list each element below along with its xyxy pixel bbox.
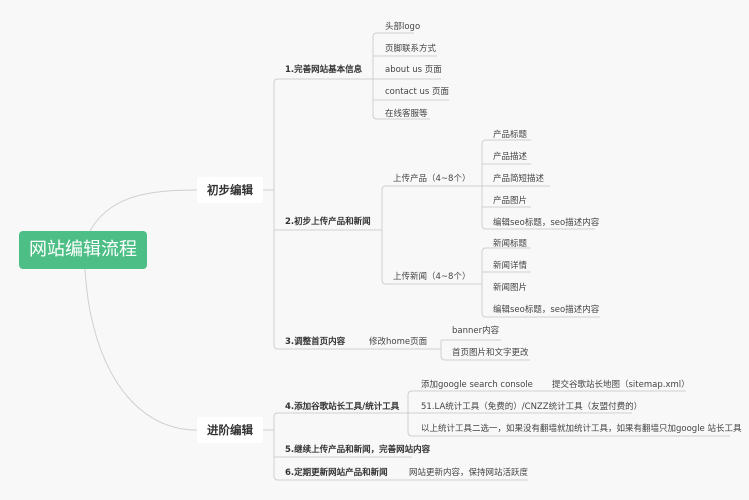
node-homepage-images-text[interactable]: 首页图片和文字更改 xyxy=(452,348,529,358)
root-node[interactable]: 网站编辑流程 xyxy=(19,231,147,269)
node-upload-news[interactable]: 上传新闻（4~8个） xyxy=(393,272,471,282)
node-product-desc[interactable]: 产品描述 xyxy=(493,152,528,162)
node-news-image[interactable]: 新闻图片 xyxy=(493,283,528,293)
node-google-search-console[interactable]: 添加google search console xyxy=(421,380,533,390)
node-news-seo[interactable]: 编辑seo标题，seo描述内容 xyxy=(493,305,600,315)
node-news-detail[interactable]: 新闻详情 xyxy=(493,261,528,271)
node-upload-products-news[interactable]: 2.初步上传产品和新闻 xyxy=(285,217,371,227)
node-adjust-homepage[interactable]: 3.调整首页内容 xyxy=(285,337,346,347)
branch-advanced-editing[interactable]: 进阶编辑 xyxy=(197,417,263,443)
node-stat-tool-choice[interactable]: 以上统计工具二选一，如果没有翻墙就加统计工具，如果有翻墙只加google 站长工… xyxy=(421,424,742,434)
node-product-title[interactable]: 产品标题 xyxy=(493,130,528,140)
node-header-logo[interactable]: 头部logo xyxy=(385,22,421,32)
node-news-title[interactable]: 新闻标题 xyxy=(493,239,528,249)
node-online-service[interactable]: 在线客服等 xyxy=(385,109,428,119)
node-product-seo[interactable]: 编辑seo标题，seo描述内容 xyxy=(493,218,600,228)
node-product-image[interactable]: 产品图片 xyxy=(493,196,528,206)
node-keep-site-active[interactable]: 网站更新内容，保持网站活跃度 xyxy=(409,468,529,478)
branch-basic-editing[interactable]: 初步编辑 xyxy=(197,177,263,203)
node-regular-update[interactable]: 6.定期更新网站产品和新闻 xyxy=(285,468,388,478)
node-stat-tools[interactable]: 51.LA统计工具（免费的）/CNZZ统计工具（友盟付费的） xyxy=(421,402,643,412)
node-product-short-desc[interactable]: 产品简短描述 xyxy=(493,174,545,184)
node-continue-upload[interactable]: 5.继续上传产品和新闻，完善网站内容 xyxy=(285,445,431,455)
node-submit-sitemap[interactable]: 提交谷歌站长地图（sitemap.xml） xyxy=(552,380,690,390)
node-banner-content[interactable]: banner内容 xyxy=(452,326,500,336)
node-footer-contact[interactable]: 页脚联系方式 xyxy=(385,44,437,54)
node-contact-us[interactable]: contact us 页面 xyxy=(385,87,450,97)
node-site-basic-info[interactable]: 1.完善网站基本信息 xyxy=(285,65,363,75)
node-about-us[interactable]: about us 页面 xyxy=(385,65,442,75)
node-google-tools[interactable]: 4.添加谷歌站长工具/统计工具 xyxy=(285,402,400,412)
node-edit-home-page[interactable]: 修改home页面 xyxy=(369,337,428,347)
node-upload-products[interactable]: 上传产品（4~8个） xyxy=(393,174,471,184)
